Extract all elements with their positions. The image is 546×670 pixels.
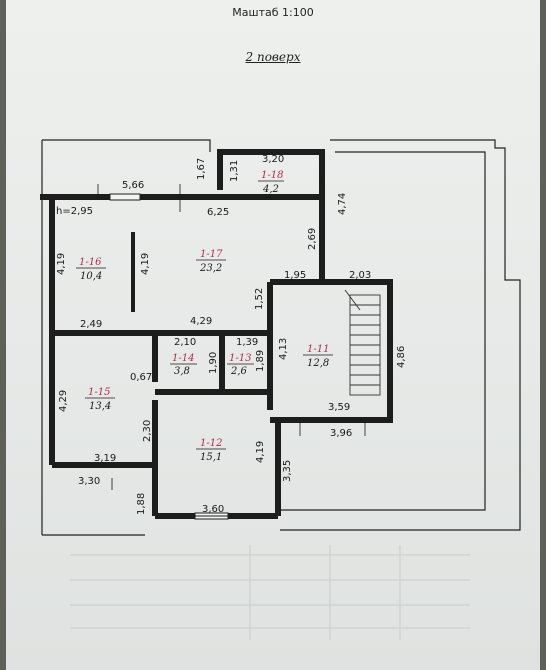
dim-3-19: 3,19: [94, 453, 116, 464]
dim-2-30: 2,30: [142, 420, 153, 442]
dim-1-90: 1,90: [208, 352, 219, 374]
room-1-11-id: 1-11: [307, 344, 329, 355]
dim-2-69: 2,69: [307, 228, 318, 250]
dim-2-10: 2,10: [174, 337, 196, 348]
room-1-12-id: 1-12: [200, 438, 222, 449]
dim-2-03: 2,03: [349, 270, 371, 281]
walls: [40, 149, 393, 519]
dim-4-29-a: 4,29: [190, 316, 212, 327]
room-1-17-id: 1-17: [200, 249, 223, 260]
room-labels: 1-18 4,2 1-17 23,2 1-16 10,4 1-15 13,4 1…: [76, 170, 333, 463]
scale-label: Маштаб 1:100: [232, 6, 314, 19]
dim-3-35: 3,35: [282, 460, 293, 482]
dim-6-25: 6,25: [207, 207, 229, 218]
room-1-16-area: 10,4: [80, 271, 102, 282]
dim-4-29-b: 4,29: [58, 390, 69, 412]
dim-1-67: 1,67: [196, 158, 207, 180]
dim-1-95: 1,95: [284, 270, 306, 281]
dim-5-66: 5,66: [122, 180, 144, 191]
room-1-12-area: 15,1: [200, 452, 222, 463]
dim-4-13: 4,13: [278, 338, 289, 360]
dimension-ticks: [97, 184, 366, 490]
dim-1-39: 1,39: [236, 337, 258, 348]
floor-title: 2 поверх: [245, 50, 301, 64]
dim-3-96: 3,96: [330, 428, 352, 439]
room-1-11-area: 12,8: [307, 358, 329, 369]
dim-4-19-c: 4,19: [255, 441, 266, 463]
room-1-15-id: 1-15: [88, 387, 110, 398]
windows: [109, 193, 229, 520]
dim-3-59: 3,59: [328, 402, 350, 413]
room-1-17-area: 23,2: [199, 263, 222, 274]
dim-3-60: 3,60: [202, 504, 224, 515]
room-1-14-id: 1-14: [172, 353, 194, 364]
dim-1-52: 1,52: [254, 288, 265, 310]
dim-0-67: 0,67: [130, 372, 152, 383]
room-1-14-area: 3,8: [174, 366, 190, 377]
dim-4-74: 4,74: [337, 193, 348, 215]
dim-3-20: 3,20: [262, 154, 284, 165]
room-1-18-id: 1-18: [261, 170, 283, 181]
dim-4-19-a: 4,19: [56, 253, 67, 275]
dimension-labels: 1,67 3,20 1,31 4,74 5,66 6,25 4,19 4,19 …: [56, 154, 407, 515]
room-1-15-area: 13,4: [89, 401, 111, 412]
dim-3-30: 3,30: [78, 476, 100, 487]
room-1-13-id: 1-13: [229, 353, 251, 364]
room-1-18-area: 4,2: [262, 184, 279, 195]
dim-4-19-b: 4,19: [140, 253, 151, 275]
staircase: [344, 289, 381, 396]
dim-1-89: 1,89: [255, 350, 266, 372]
room-1-13-area: 2,6: [230, 366, 248, 377]
ceiling-height: h=2,95: [56, 206, 93, 217]
dim-4-86: 4,86: [396, 346, 407, 368]
dim-2-49: 2,49: [80, 319, 102, 330]
outer-boundary: [41, 139, 521, 536]
room-1-16-id: 1-16: [79, 257, 102, 268]
dim-1-31: 1,31: [229, 160, 240, 182]
show-through-table: [70, 545, 470, 640]
dim-1-88: 1,88: [136, 493, 147, 515]
